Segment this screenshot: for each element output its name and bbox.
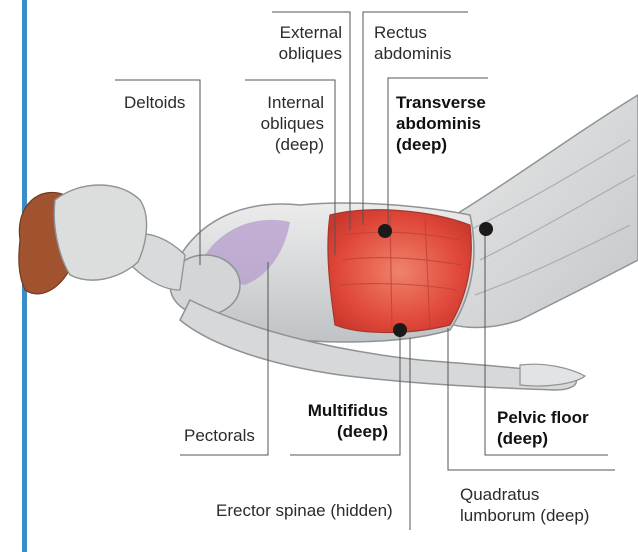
label-rectus-abdominis: Rectus abdominis	[374, 22, 484, 64]
head	[54, 185, 146, 280]
label-multifidus: Multifidus (deep)	[284, 400, 388, 442]
core-muscles	[328, 210, 471, 333]
dot-multifidus	[393, 323, 407, 337]
label-quadratus-lumborum: Quadratus lumborum (deep)	[460, 484, 620, 526]
label-pectorals: Pectorals	[184, 425, 274, 446]
label-pelvic-floor: Pelvic floor (deep)	[497, 407, 617, 449]
label-erector-spinae: Erector spinae (hidden)	[216, 500, 416, 521]
label-external-obliques: External obliques	[262, 22, 342, 64]
dot-pelvic-floor	[479, 222, 493, 236]
dot-rectus-abdominis	[378, 224, 392, 238]
label-deltoids: Deltoids	[124, 92, 214, 113]
label-internal-obliques: Internal obliques (deep)	[238, 92, 324, 155]
label-transverse-abdominis: Transverse abdominis (deep)	[396, 92, 516, 155]
